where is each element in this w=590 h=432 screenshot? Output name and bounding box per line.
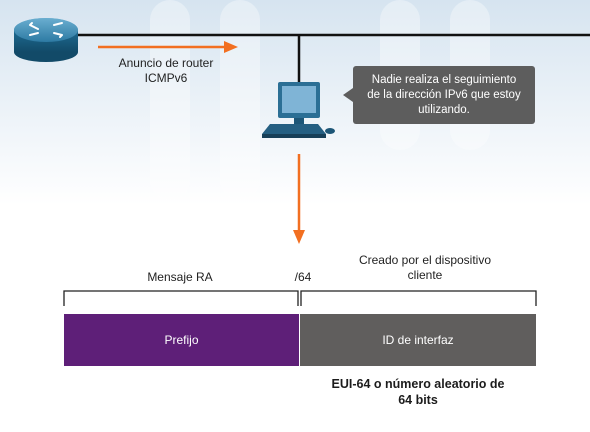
orange-arrow-down [293,154,305,244]
computer-icon [262,82,335,138]
router-label-line-1: Anuncio de router [118,56,214,70]
router-label-line-2: ICMPv6 [144,71,188,85]
bubble-line-2: de la dirección IPv6 que estoy [367,88,521,101]
ra-message-label: Mensaje RA [147,270,213,284]
client-label-line-2: cliente [407,268,443,282]
left-bracket [63,290,299,306]
router-icon [14,18,78,62]
prefix-length-label: /64 [294,270,312,284]
bubble-line-3: utilizando. [418,103,470,116]
prefix-box: Prefijo [64,314,299,366]
client-created-label: Creado por el dispositivo cliente [330,253,520,283]
interface-id-box: ID de interfaz [300,314,536,366]
right-bracket [300,290,537,306]
bubble-pointer [343,88,353,102]
brackets [63,290,537,306]
speech-bubble: Nadie realiza el seguimiento de la direc… [353,66,535,124]
bubble-line-1: Nadie realiza el seguimiento [371,73,517,86]
orange-arrow-right [98,41,238,53]
router-advertisement-label: Anuncio de router ICMPv6 [96,56,236,86]
footnote-line-2: 64 bits [398,393,438,407]
footnote-line-1: EUI-64 o número aleatorio de [331,377,505,391]
interface-id-box-label: ID de interfaz [382,333,454,347]
eui64-footnote: EUI-64 o número aleatorio de 64 bits [300,376,536,408]
prefix-box-label: Prefijo [164,333,199,347]
client-label-line-1: Creado por el dispositivo [358,253,492,267]
